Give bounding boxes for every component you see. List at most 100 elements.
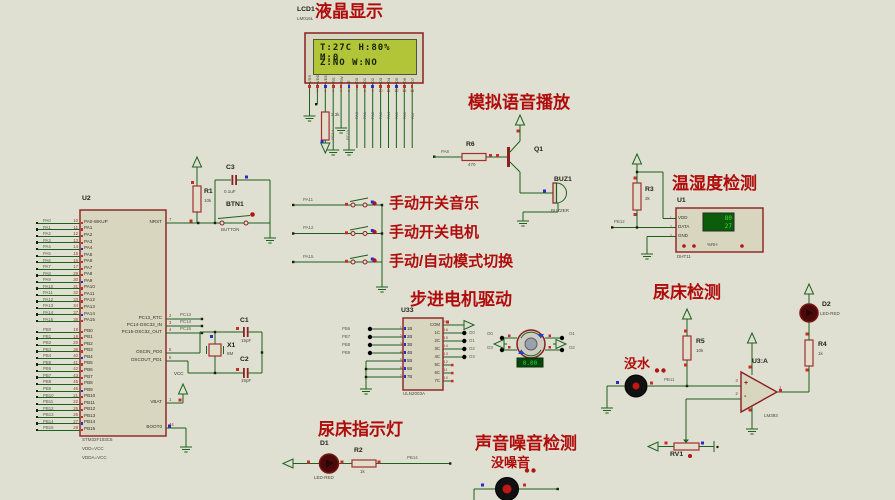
reset-circuit[interactable]: [166, 156, 277, 244]
wire: [38, 222, 80, 224]
pin-state-indicator: [80, 234, 83, 238]
x1-ref: X1: [227, 342, 236, 349]
water-sensor-label: 没水: [624, 356, 651, 371]
mcu-pin-row: PB2 20 PB2: [36, 340, 166, 349]
sound-circuit[interactable]: [473, 468, 559, 500]
uln-pin-row: 1C 16: [434, 327, 448, 335]
wire: [38, 429, 80, 431]
temp-title: 温湿度检测: [672, 174, 757, 193]
pin-state-indicator: [80, 422, 83, 425]
mcu-pin-row: PA8 29 PA8: [36, 271, 166, 279]
u3a-ref: U3:A: [752, 358, 768, 365]
mcu-pin-vbat: VBAT: [150, 399, 162, 405]
r6-ref: R6: [466, 141, 475, 148]
stepper-wiring: [359, 320, 475, 395]
mcu-pin-row: PA14 37 PA14: [36, 310, 166, 318]
mcu-pin-row: PA12 33 PA12: [36, 297, 166, 305]
c3-value: 0.1uF: [224, 189, 236, 194]
wire: [38, 314, 80, 316]
button-mode[interactable]: [345, 254, 377, 265]
dht-display-top: 80: [724, 215, 732, 222]
pin-state-indicator: [80, 389, 83, 392]
pin-state-indicator: [80, 330, 83, 333]
pin-number: 7: [169, 216, 172, 222]
pin-state-indicator: [80, 402, 83, 405]
voice-circuit[interactable]: [433, 114, 567, 227]
net-pc14: PC14: [180, 318, 191, 324]
mode-buttons[interactable]: [292, 197, 389, 293]
lcd-pin: D3 10: [378, 77, 384, 94]
mcu-pin-row: PA0 10 PA0-WKUP: [36, 218, 166, 227]
pin-number: 4: [169, 326, 172, 332]
opamp-plus-sign: +: [744, 380, 749, 387]
net-pa15: PA15: [303, 253, 314, 259]
led-d2[interactable]: [799, 303, 819, 323]
pin-state-indicator: [403, 327, 406, 330]
mcu-model: STM32F103C6: [82, 437, 113, 442]
sound-sensor[interactable]: [481, 468, 536, 500]
uln-pin-row: 3 3B: [399, 341, 413, 347]
pin-state-indicator: [316, 85, 319, 88]
r1-value: 10k: [204, 198, 212, 203]
bed-title: 尿床检测: [653, 283, 721, 302]
pin-number: 1: [169, 396, 172, 402]
pin-state-indicator: [80, 376, 83, 379]
net-pa8: PA8: [441, 149, 449, 154]
rv1-potentiometer[interactable]: [647, 439, 719, 459]
wire-end-dot: [36, 396, 39, 399]
btn1-ref: BTN1: [226, 201, 244, 208]
wire: [38, 344, 80, 346]
rv1-ref: RV1: [670, 451, 684, 458]
uln-pin-row: 6C 11: [434, 367, 448, 375]
dht11-body[interactable]: [675, 207, 764, 253]
r1-ref: R1: [204, 188, 213, 195]
pin-state-indicator: [80, 320, 83, 323]
lcd-pin: D2 9: [370, 77, 376, 94]
lcd-pin: VDD 2: [314, 74, 320, 94]
lcd-pin: RS 4: [330, 77, 336, 94]
led-d1[interactable]: [318, 453, 340, 474]
wire: [38, 242, 80, 244]
wire-end-dot: [36, 261, 39, 264]
mcu-pin-nrst: NRST: [149, 219, 162, 225]
wire-end-dot: [36, 402, 39, 405]
wire: [38, 357, 80, 359]
lcd-pins: VSS 1 VDD 2 VEE 3 RS 4 RW 5 E 6 D0 7 D1 …: [306, 67, 416, 94]
wire: [38, 370, 80, 372]
opamp-u3a[interactable]: [740, 332, 779, 435]
pin-state-indicator: [80, 261, 83, 264]
bed-indicator-circuit[interactable]: [282, 453, 452, 474]
water-sensor[interactable]: [616, 368, 666, 398]
wire-end-dot: [36, 356, 39, 360]
pin-state-indicator: [308, 85, 311, 88]
mcu-note2: VDDA=VCC: [82, 455, 107, 460]
button-music[interactable]: [345, 197, 377, 208]
mcu-pin-oscin: OSCIN_PD0: [135, 349, 162, 355]
bed-detect-circuit[interactable]: [600, 283, 819, 459]
pin-state-indicator: [80, 350, 83, 353]
pin-state-indicator: [80, 356, 83, 360]
wire-end-dot: [36, 369, 39, 373]
r2-ref: R2: [354, 447, 363, 454]
r5-value: 10k: [696, 348, 704, 353]
wire-end-dot: [36, 274, 39, 277]
button-motor[interactable]: [345, 226, 377, 236]
stepper-motor[interactable]: [493, 329, 567, 368]
rs-net-label: PC14: [329, 129, 335, 140]
mcu-body[interactable]: [79, 209, 167, 437]
wire: [38, 301, 80, 303]
u1-ref: U1: [677, 197, 686, 204]
wire: [38, 294, 80, 296]
mcu-pin-row: PB13 26 PB13: [36, 412, 166, 421]
voice-title: 模拟语音播放: [468, 93, 570, 112]
c2-value: 15pF: [241, 378, 252, 383]
crystal-circuit[interactable]: [166, 327, 264, 378]
pin-state-indicator: [80, 300, 83, 303]
wire: [38, 390, 80, 392]
mcu-pin-row: PA11 32 PA11: [36, 290, 166, 299]
pin-state-indicator: [80, 274, 83, 277]
lcd-screen: T:27C H:80% M:0 Z:NO W:NO: [313, 39, 417, 75]
lcd-line2: Z:NO W:NO: [320, 58, 378, 68]
temp-circuit[interactable]: [611, 153, 764, 260]
uln2003a-body[interactable]: [402, 317, 444, 391]
